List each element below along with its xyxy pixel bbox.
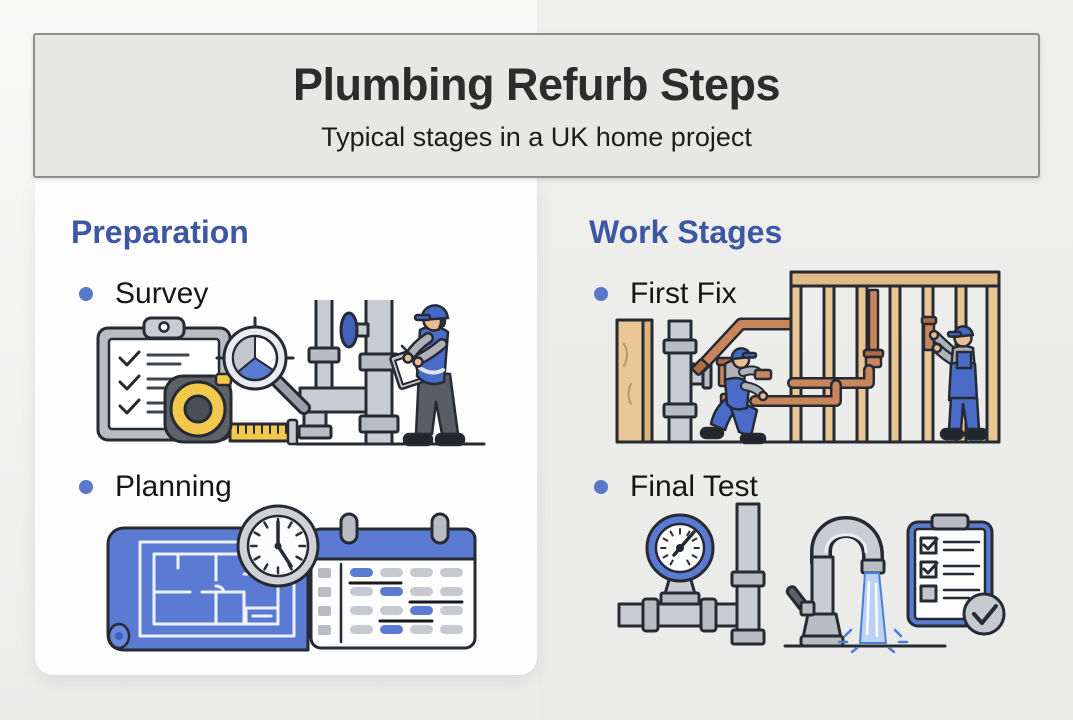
kneeling-plumber-icon (699, 347, 769, 445)
timber-board-icon (615, 318, 654, 444)
schedule-calendar-icon (309, 512, 477, 650)
checklist-complete-icon (906, 513, 1006, 636)
list-item-planning: Planning (79, 468, 232, 506)
column-heading-preparation: Preparation (71, 214, 249, 250)
bullet-icon (594, 480, 608, 494)
column-heading-work-stages: Work Stages (589, 214, 783, 250)
running-tap-icon (783, 516, 947, 654)
magnifier-pie-chart-icon (215, 316, 311, 415)
standing-plumber-icon (920, 315, 989, 441)
list-item-label: Survey (115, 277, 209, 310)
bullet-icon (594, 287, 608, 301)
bullet-icon (79, 287, 93, 301)
pressure-gauge-icon (617, 502, 766, 646)
bullet-icon (79, 480, 93, 494)
planning-illustration (98, 502, 483, 657)
copper-fitting-icon (753, 368, 773, 381)
page-title: Plumbing Refurb Steps (292, 59, 781, 110)
pipework-with-valve-icon (295, 300, 486, 446)
list-item-label: Final Test (630, 470, 758, 503)
surveyor-worker-icon (389, 304, 466, 447)
page-subtitle: Typical stages in a UK home project (321, 122, 752, 152)
first-fix-illustration (603, 264, 1003, 449)
timber-stud-wall-icon (789, 270, 1001, 444)
list-item-final-test: Final Test (594, 468, 758, 506)
list-item-survey: Survey (79, 275, 208, 313)
survey-illustration (92, 300, 492, 450)
copper-pipework-icon (691, 317, 796, 376)
clock-icon (236, 504, 320, 588)
header: Plumbing Refurb Steps Typical stages in … (33, 33, 1040, 178)
tape-measure-icon (163, 372, 299, 446)
list-item-label: First Fix (630, 277, 737, 310)
copper-pipework-icon (749, 288, 885, 407)
list-item-label: Planning (115, 470, 232, 503)
list-item-first-fix: First Fix (594, 275, 737, 313)
final-test-illustration (613, 502, 1008, 657)
